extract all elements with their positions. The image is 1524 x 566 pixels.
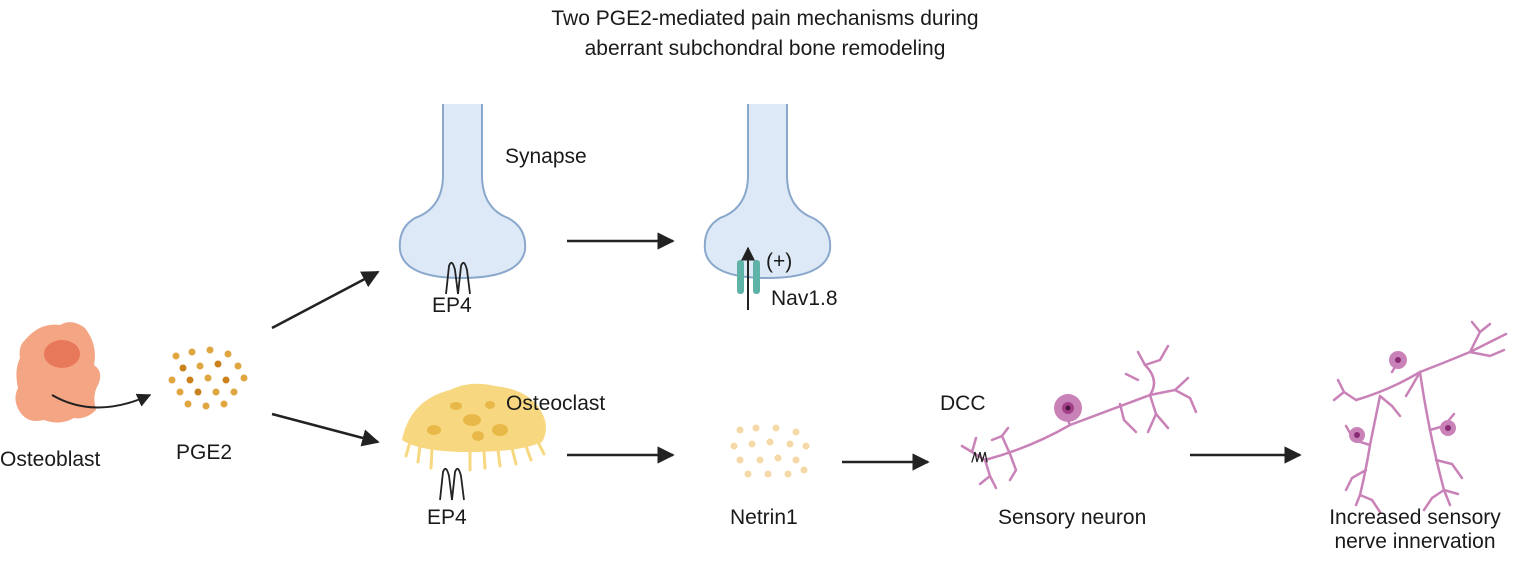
pge2-molecules [168, 346, 248, 410]
synapse-label: Synapse [505, 145, 587, 168]
osteoclast-cell [402, 383, 546, 501]
sensory-neuron-label: Sensory neuron [998, 506, 1147, 529]
title-line-2: aberrant subchondral bone remodeling [584, 37, 946, 60]
netrin1-label: Netrin1 [730, 506, 798, 529]
nav18-label: Nav1.8 [771, 287, 838, 310]
diagram-title: Two PGE2-mediated pain mechanisms during… [440, 4, 1090, 64]
dcc-label: DCC [940, 392, 986, 415]
arrow-to-osteoclast [271, 412, 380, 447]
innervation-line-1: Increased sensory [1329, 506, 1501, 529]
osteoblast-label: Osteoblast [0, 448, 101, 471]
ep4-bottom-label: EP4 [427, 506, 467, 529]
arrow-to-synapse [271, 270, 380, 330]
netrin1-molecules [730, 424, 810, 478]
synapse-terminal-1 [398, 104, 527, 295]
osteoblast-cell [15, 322, 152, 423]
ep4-receptor-top-icon [445, 261, 471, 295]
pge2-label: PGE2 [176, 441, 233, 464]
nerve-network [1332, 320, 1508, 514]
innervation-label: Increased sensory nerve innervation [1308, 506, 1522, 554]
ep4-receptor-bottom-icon [439, 467, 465, 501]
plus-label: (+) [766, 250, 793, 273]
nav18-channel-icon [737, 246, 760, 310]
synapse-terminal-2 [703, 104, 832, 310]
ep4-top-label: EP4 [432, 294, 472, 317]
innervation-line-2: nerve innervation [1334, 530, 1496, 553]
sensory-neuron [960, 344, 1198, 490]
title-line-1: Two PGE2-mediated pain mechanisms during [551, 7, 979, 30]
dcc-receptor-icon [971, 451, 988, 463]
osteoclast-label: Osteoclast [506, 392, 606, 415]
